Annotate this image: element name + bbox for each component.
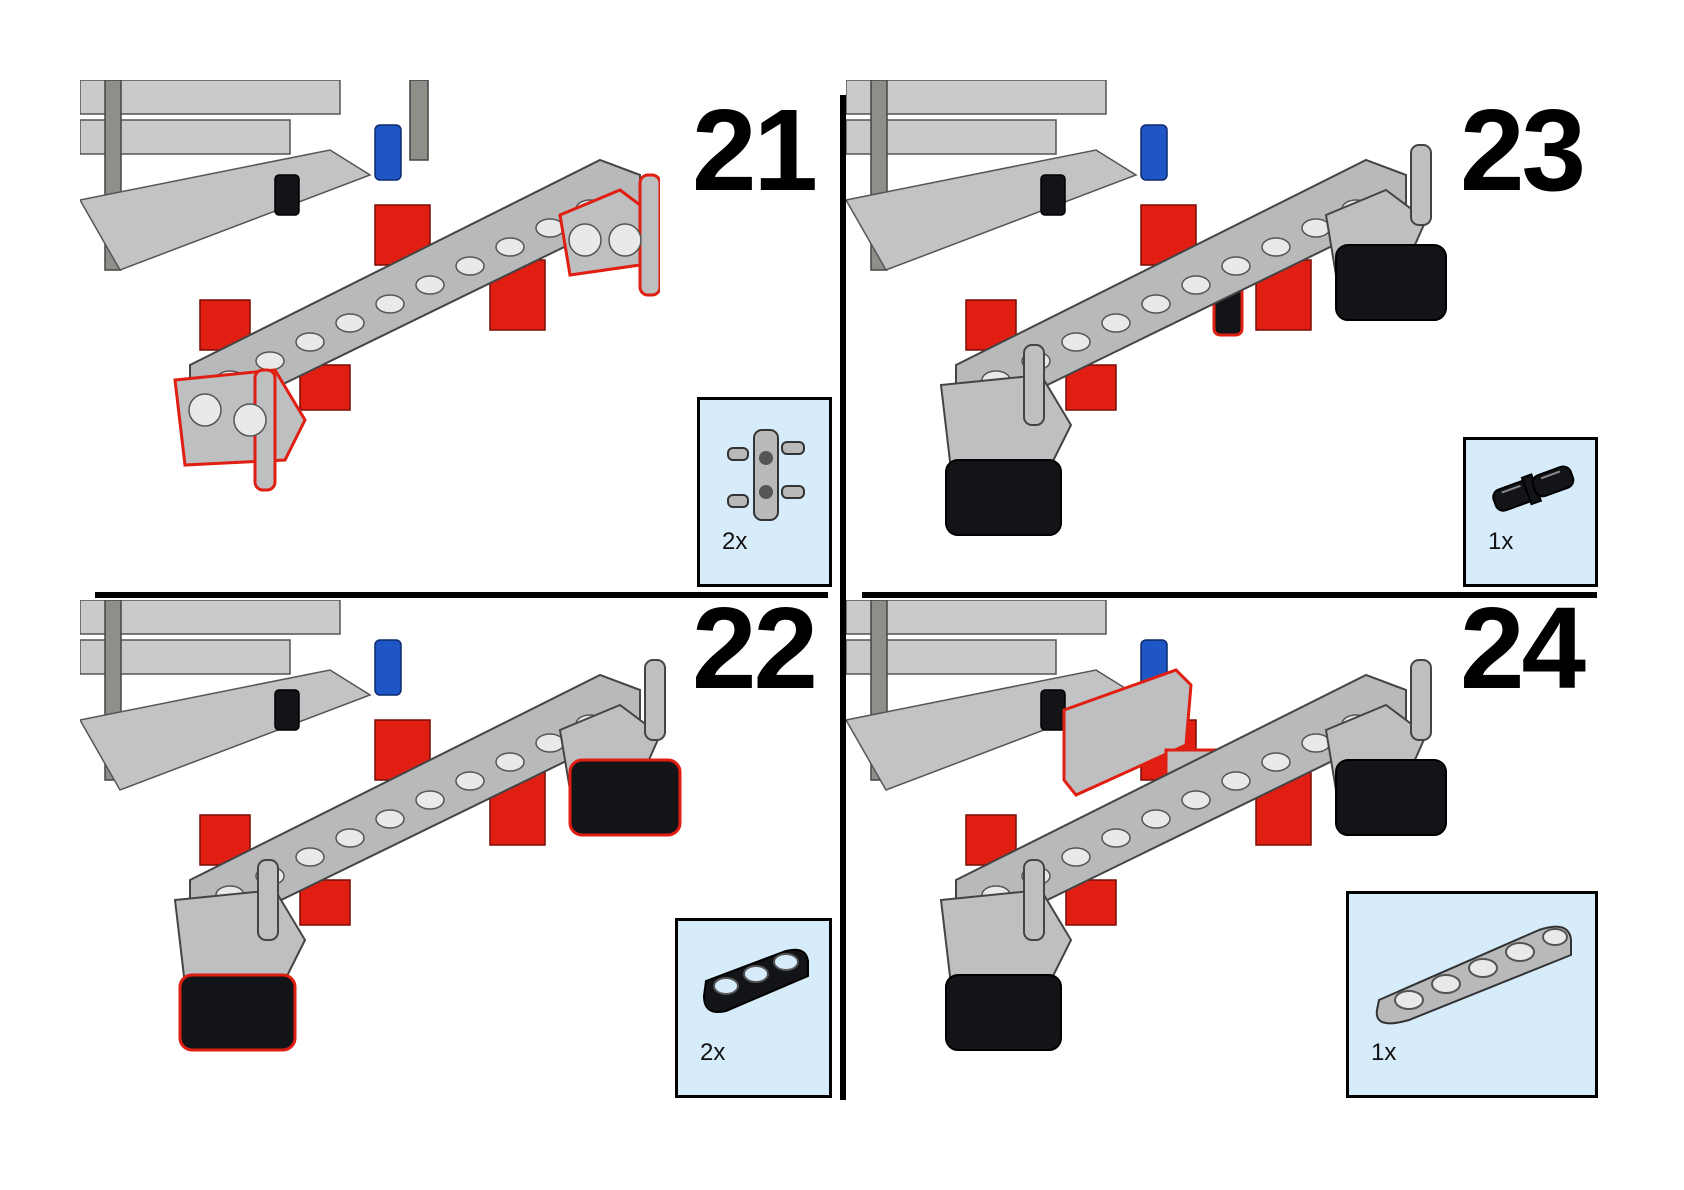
part-quantity: 2x — [700, 1039, 726, 1066]
black-friction-pin-icon — [1492, 465, 1575, 512]
parts-list-box: 1x — [1463, 437, 1598, 587]
step-23: 23 1x — [846, 0, 1684, 592]
step-22-model-illustration — [80, 600, 740, 1060]
step-24: 24 1x — [846, 590, 1684, 1098]
step-21: 21 2x — [0, 0, 840, 592]
parts-list-box: 2x — [697, 397, 832, 587]
part-quantity: 1x — [1488, 528, 1514, 555]
step-23-model-illustration — [846, 80, 1506, 540]
step-22: 22 2x — [0, 590, 840, 1098]
parts-list-box: 2x — [675, 918, 832, 1098]
part-quantity: 2x — [722, 528, 748, 555]
part-quantity: 1x — [1371, 1039, 1397, 1066]
step-number: 24 — [1460, 583, 1586, 713]
axle-pin-connector-icon — [727, 429, 805, 521]
step-21-model-illustration — [80, 80, 660, 540]
grey-beam-5-icon — [1375, 925, 1572, 1025]
step-number: 23 — [1460, 85, 1586, 215]
step-number: 22 — [692, 583, 818, 713]
black-beam-3-icon — [702, 948, 809, 1013]
horizontal-divider-right — [862, 592, 1597, 598]
parts-list-box: 1x — [1346, 891, 1598, 1098]
step-number: 21 — [692, 85, 818, 215]
vertical-divider — [840, 95, 846, 1100]
horizontal-divider-left — [95, 592, 828, 598]
step-24-model-illustration — [846, 600, 1506, 1060]
